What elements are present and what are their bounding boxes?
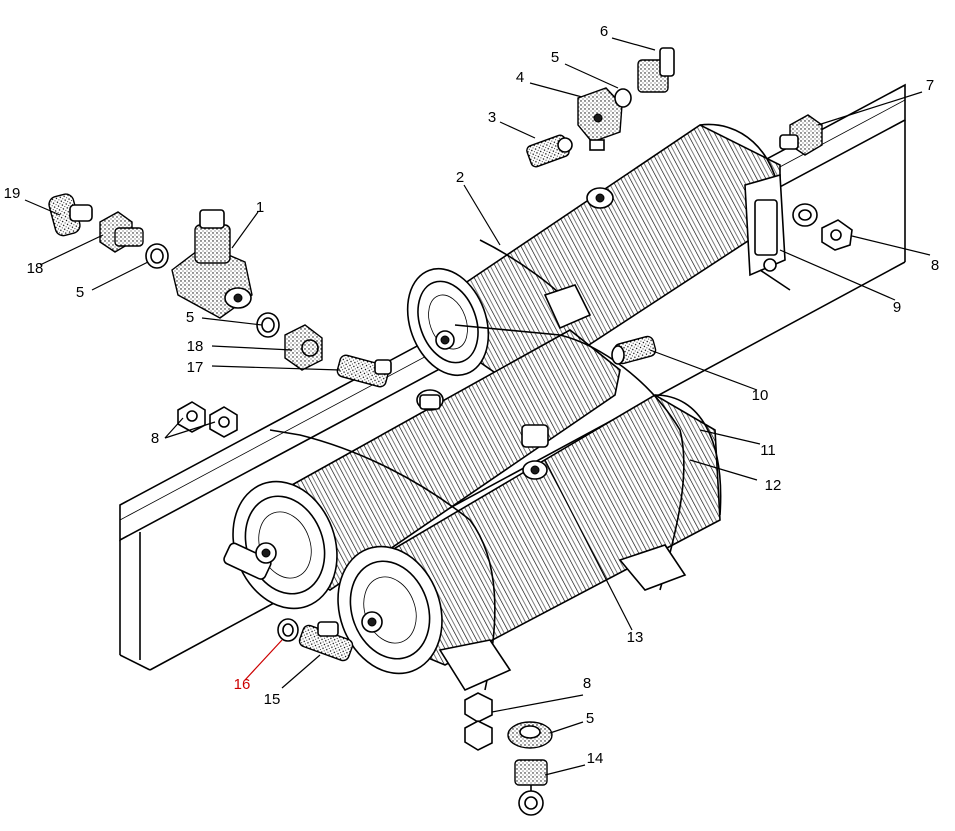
union-18-mid: [284, 324, 323, 371]
seal-ring-top: [614, 88, 632, 108]
callout-1: 1: [256, 199, 264, 216]
callout-13: 13: [627, 629, 644, 646]
callout-18-mid: 18: [187, 338, 204, 355]
callout-9: 9: [893, 299, 901, 316]
straps-and-brackets: [269, 239, 687, 692]
callout-2: 2: [456, 169, 464, 186]
callout-17: 17: [187, 359, 204, 376]
callout-5-bottom: 5: [586, 710, 594, 727]
callout-3: 3: [488, 109, 496, 126]
nut-washer-8-right: [792, 203, 853, 251]
pressure-regulator: [171, 209, 253, 319]
drain-valve-6: [637, 47, 675, 93]
callout-7: 7: [926, 77, 934, 94]
callout-5-left: 5: [76, 284, 84, 301]
air-tank-middle: [223, 329, 621, 610]
callout-6: 6: [600, 23, 608, 40]
union-nut-7: [779, 114, 823, 156]
air-tank-front: [337, 394, 722, 675]
callout-8-bottom: 8: [583, 675, 591, 692]
callout-16: 16: [234, 676, 251, 693]
callout-12: 12: [765, 477, 782, 494]
callout-8-left: 8: [151, 430, 159, 447]
fitting-3: [526, 134, 573, 168]
washer-5-bottom: [507, 721, 553, 749]
callout-5-mid: 5: [186, 309, 194, 326]
leader-lines: [24, 37, 931, 776]
valve-assembly-9: [744, 173, 791, 291]
callout-8-right: 8: [931, 257, 939, 274]
seal-ring-left: [145, 243, 169, 269]
callout-14: 14: [587, 750, 604, 767]
callout-10: 10: [752, 387, 769, 404]
callout-5-top: 5: [551, 49, 559, 66]
callout-18-top: 18: [27, 260, 44, 277]
elbow-19: [48, 193, 93, 237]
callout-15: 15: [264, 691, 281, 708]
callout-19: 19: [4, 185, 21, 202]
tee-15: [298, 621, 354, 662]
union-18-top: [99, 211, 144, 253]
callout-11: 11: [760, 442, 776, 459]
tee-block-4: [577, 87, 623, 151]
callout-labels: 1 2 3 4 5 5 5 5 6 7 8 8 8 9 10 11 12 13 …: [4, 23, 940, 767]
nuts-8-bottom: [464, 692, 493, 751]
elbow-10: [611, 335, 657, 365]
seal-ring-16: [277, 618, 299, 642]
tee-17: [336, 354, 392, 388]
callout-4: 4: [516, 69, 524, 86]
air-tank-upper: [406, 123, 781, 391]
nuts-8-left: [177, 401, 238, 438]
drain-cock-14: [514, 759, 548, 816]
